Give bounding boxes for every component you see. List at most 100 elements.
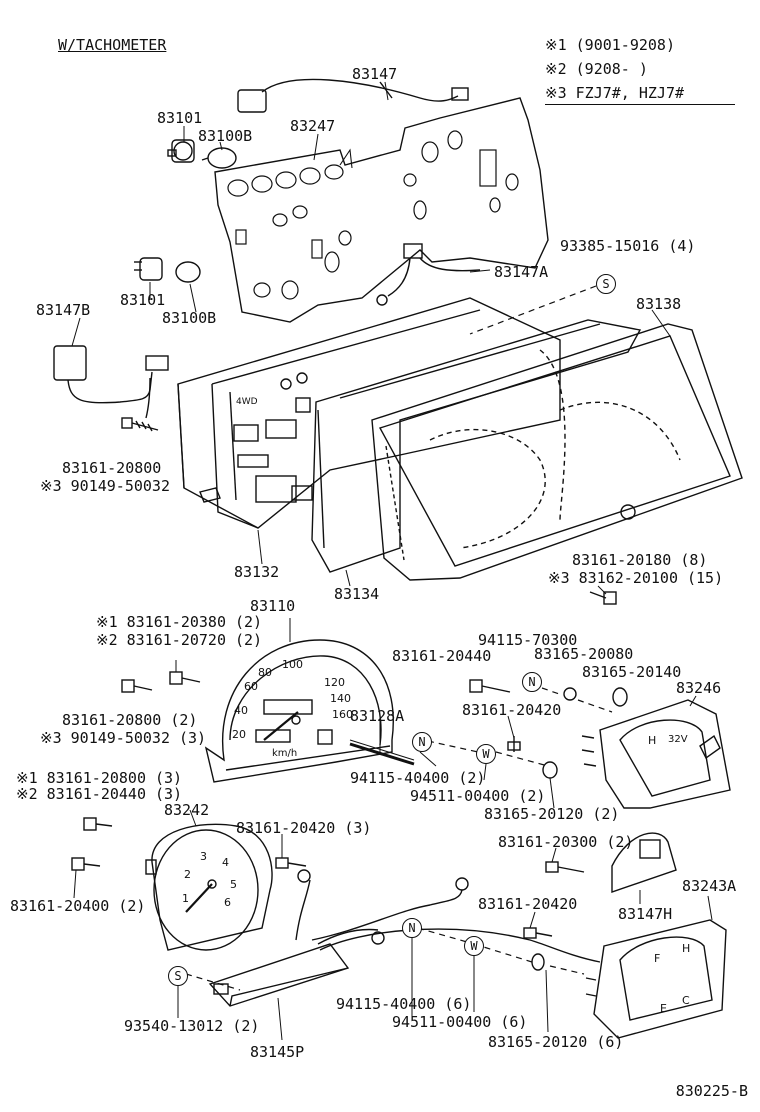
label-83147: 83147 xyxy=(352,65,398,83)
symbol-w-middle: W xyxy=(476,744,496,764)
label-83161-20800-a: 83161-20800 xyxy=(62,459,162,477)
screw-83161-20180 xyxy=(589,591,617,605)
bulb-socket-83101-top xyxy=(167,139,195,163)
gauge-markings: 20 40 60 80 100 120 140 160 km/h 1 2 3 4… xyxy=(182,397,690,1015)
bulb-83100B-top xyxy=(201,147,237,169)
printed-circuit-83247 xyxy=(214,97,549,323)
label-83128A: 83128A xyxy=(350,707,405,725)
speedometer-83110 xyxy=(204,639,394,783)
bulb-socket-83101-mid xyxy=(134,257,163,281)
washer-83165-20120-a xyxy=(542,761,558,779)
note-2: ※2 (9208- ) xyxy=(545,60,648,78)
temp-mark: H xyxy=(682,942,690,955)
label-83100B-mid: 83100B xyxy=(162,309,217,327)
symbol-n-middle: N xyxy=(412,732,432,752)
label-83110: 83110 xyxy=(250,597,296,615)
label-83145P: 83145P xyxy=(250,1043,305,1061)
label-90149-50032-b: ※3 90149-50032 (3) xyxy=(40,729,207,747)
label-83101-mid: 83101 xyxy=(120,291,166,309)
symbol-s-lower: S xyxy=(168,966,188,986)
label-90149-50032-a: ※3 90149-50032 xyxy=(40,477,170,495)
wire-harness-83147 xyxy=(237,78,469,113)
screw-83161-20420-c xyxy=(523,927,553,939)
temp-mark: C xyxy=(682,994,690,1007)
screw-83161-20800-b xyxy=(121,679,153,693)
label-83100B-top: 83100B xyxy=(198,127,253,145)
connector-83145P xyxy=(208,943,350,1007)
label-83138: 83138 xyxy=(636,295,682,313)
tacho-mark: 2 xyxy=(184,868,191,881)
label-83147A: 83147A xyxy=(494,263,549,281)
gauge-83243A xyxy=(585,919,727,1039)
speedo-mark: 120 xyxy=(324,676,345,689)
tacho-mark: 5 xyxy=(230,878,237,891)
label-83134: 83134 xyxy=(334,585,380,603)
label-83147H: 83147H xyxy=(618,905,673,923)
label-83165-20120-a: 83165-20120 (2) xyxy=(484,805,620,823)
screw-83161-20800-a xyxy=(121,417,159,432)
label-83161-20400: 83161-20400 (2) xyxy=(10,897,146,915)
label-83161-20300: 83161-20300 (2) xyxy=(498,833,634,851)
wire-harness-83147B xyxy=(53,345,169,419)
washer-83165-20140 xyxy=(612,687,628,707)
label-83161-20380: ※1 83161-20380 (2) xyxy=(96,613,263,631)
symbol-s-upper: S xyxy=(596,274,616,294)
label-93385-15016: 93385-15016 (4) xyxy=(560,237,696,255)
label-83161-20440-a: 83161-20440 xyxy=(392,647,492,665)
speedo-mark: 80 xyxy=(258,666,272,679)
label-94115-40400-b: 94115-40400 (6) xyxy=(336,995,472,1013)
tachometer-83242 xyxy=(145,823,273,951)
tacho-mark: 3 xyxy=(200,850,207,863)
label-83162-20100: ※3 83162-20100 (15) xyxy=(548,569,724,587)
label-83243A: 83243A xyxy=(682,877,737,895)
label-83242: 83242 xyxy=(164,801,210,819)
screw-83161-20300 xyxy=(545,861,585,873)
meter-plate-83134 xyxy=(311,319,642,573)
speedo-mark: 20 xyxy=(232,728,246,741)
label-93540-13012: 93540-13012 (2) xyxy=(124,1017,260,1035)
tacho-mark: 6 xyxy=(224,896,231,909)
label-83161-20800-b: 83161-20800 (2) xyxy=(62,711,198,729)
label-94511-00400-b: 94511-00400 (6) xyxy=(392,1013,528,1031)
temp-mark: H xyxy=(648,734,656,747)
screw-83161-20400 xyxy=(71,857,101,871)
label-83247: 83247 xyxy=(290,117,336,135)
speedo-mark: 100 xyxy=(282,658,303,671)
note-1: ※1 (9001-9208) xyxy=(545,36,675,54)
tacho-mark: 4 xyxy=(222,856,229,869)
label-83147B: 83147B xyxy=(36,301,91,319)
screw-83161-20380 xyxy=(169,671,201,685)
screw-83161-20420-b xyxy=(275,857,307,869)
fuel-mark: F xyxy=(654,952,660,965)
label-83161-20800-c: ※1 83161-20800 (3) xyxy=(16,769,183,787)
speedo-mark: 160 xyxy=(332,708,353,721)
washer-83165-20120-b xyxy=(531,953,545,971)
label-94115-70300: 94115-70300 xyxy=(478,631,578,649)
label-83165-20080: 83165-20080 xyxy=(534,645,634,663)
notes-underline xyxy=(545,104,735,105)
label-83101-top: 83101 xyxy=(157,109,203,127)
diagram-title: W/TACHOMETER xyxy=(58,36,167,54)
gauge-83246 xyxy=(581,699,731,809)
screw-83161-20440-a xyxy=(469,679,511,693)
label-83161-20440-b: ※2 83161-20440 (3) xyxy=(16,785,183,803)
label-83161-20180: 83161-20180 (8) xyxy=(572,551,708,569)
symbol-n-lower: N xyxy=(402,918,422,938)
connector-83147H xyxy=(611,832,677,893)
speedo-mark: 140 xyxy=(330,692,351,705)
bulb-83100B-mid xyxy=(175,261,201,283)
label-83161-20420-b: 83161-20420 (3) xyxy=(236,819,372,837)
meter-case-83132 xyxy=(177,297,561,529)
note-3: ※3 FZJ7#, HZJ7# xyxy=(545,84,684,102)
shaft-83128A xyxy=(349,739,415,766)
speedo-mark: 40 xyxy=(234,704,248,717)
label-94511-00400-a: 94511-00400 (2) xyxy=(410,787,546,805)
wire-harness-83145P-leads xyxy=(295,869,601,963)
label-83165-20120-b: 83165-20120 (6) xyxy=(488,1033,624,1051)
label-83132: 83132 xyxy=(234,563,280,581)
symbol-n-upper: N xyxy=(522,672,542,692)
label-83161-20720: ※2 83161-20720 (2) xyxy=(96,631,263,649)
fuel-mark: E xyxy=(660,1002,667,1015)
tacho-mark: 1 xyxy=(182,892,189,905)
